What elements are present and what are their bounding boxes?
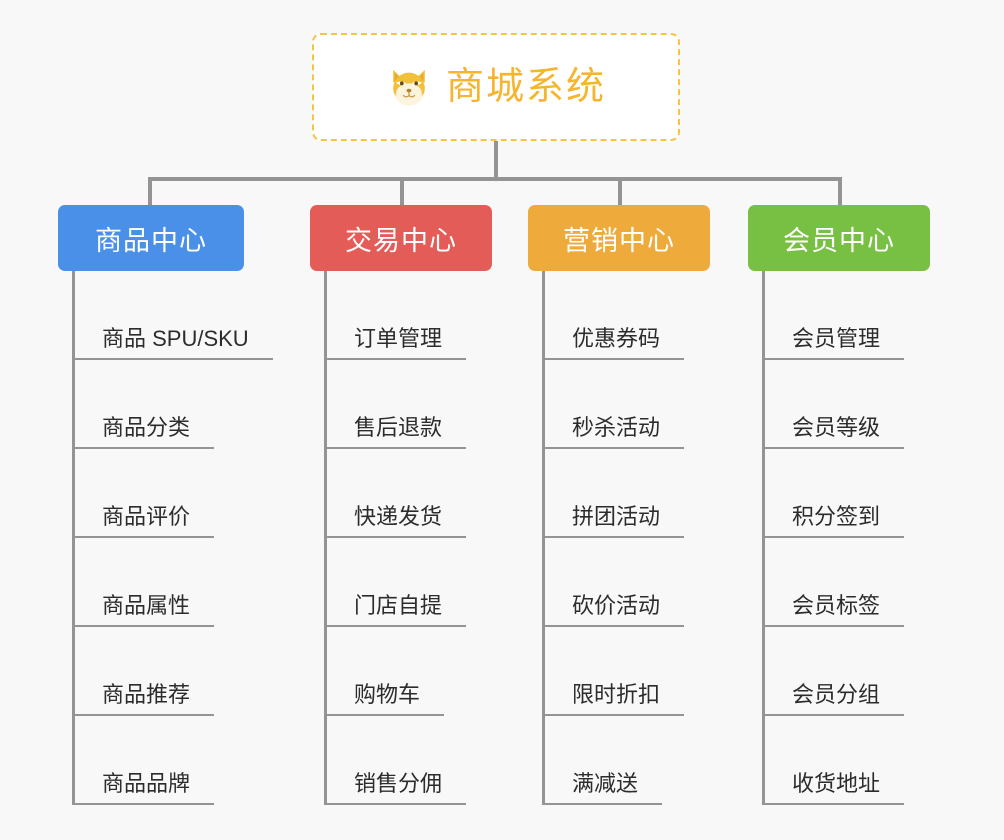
root-node[interactable]: 商城系统 — [312, 33, 680, 141]
leaf-item[interactable]: 商品评价 — [72, 449, 258, 538]
leaf-item[interactable]: 砍价活动 — [542, 538, 724, 627]
leaf-label: 订单管理 — [324, 325, 467, 360]
branch-header-2[interactable]: 交易中心 — [310, 205, 492, 271]
leaf-label: 商品属性 — [72, 592, 215, 627]
leaf-item[interactable]: 会员等级 — [762, 360, 944, 449]
leaf-label: 商品推荐 — [72, 681, 215, 716]
leaf-item[interactable]: 商品推荐 — [72, 627, 258, 716]
leaf-list-4: 会员管理 会员等级 积分签到 会员标签 会员分组 收货地址 — [762, 271, 944, 805]
branch-column-1: 商品中心 商品 SPU/SKU 商品分类 商品评价 商品属性 商品推荐 商品品牌 — [58, 205, 273, 805]
connector-drop-3 — [618, 177, 622, 207]
branch-header-label: 营销中心 — [563, 225, 675, 256]
leaf-label: 会员管理 — [762, 325, 905, 360]
leaf-item[interactable]: 快递发货 — [324, 449, 506, 538]
connector-drop-4 — [838, 177, 842, 207]
leaf-item[interactable]: 商品属性 — [72, 538, 258, 627]
leaf-label: 砍价活动 — [542, 592, 685, 627]
leaf-label: 销售分佣 — [324, 770, 467, 805]
leaf-item[interactable]: 拼团活动 — [542, 449, 724, 538]
leaf-list-1: 商品 SPU/SKU 商品分类 商品评价 商品属性 商品推荐 商品品牌 — [72, 271, 273, 805]
leaf-item[interactable]: 商品分类 — [72, 360, 258, 449]
leaf-item[interactable]: 会员分组 — [762, 627, 944, 716]
leaf-item[interactable]: 商品品牌 — [72, 716, 258, 805]
connector-root-stem — [494, 141, 498, 179]
leaf-label: 收货地址 — [762, 770, 905, 805]
leaf-label: 快递发货 — [324, 503, 467, 538]
connector-drop-1 — [148, 177, 152, 207]
connector-horizontal-bus — [148, 177, 842, 181]
leaf-item[interactable]: 销售分佣 — [324, 716, 506, 805]
leaf-label: 会员标签 — [762, 592, 905, 627]
leaf-item[interactable]: 优惠券码 — [542, 271, 724, 360]
leaf-item[interactable]: 商品 SPU/SKU — [72, 271, 273, 360]
branch-header-label: 商品中心 — [95, 225, 207, 256]
leaf-item[interactable]: 售后退款 — [324, 360, 506, 449]
leaf-label: 拼团活动 — [542, 503, 685, 538]
root-title: 商城系统 — [445, 66, 606, 108]
leaf-label: 会员等级 — [762, 414, 905, 449]
leaf-label: 优惠券码 — [542, 325, 685, 360]
leaf-item[interactable]: 会员标签 — [762, 538, 944, 627]
leaf-label: 购物车 — [324, 681, 445, 716]
connector-drop-2 — [400, 177, 404, 207]
branch-header-4[interactable]: 会员中心 — [748, 205, 930, 271]
leaf-item[interactable]: 秒杀活动 — [542, 360, 724, 449]
branch-header-1[interactable]: 商品中心 — [58, 205, 244, 271]
leaf-item[interactable]: 收货地址 — [762, 716, 944, 805]
leaf-label: 商品分类 — [72, 414, 215, 449]
leaf-list-2: 订单管理 售后退款 快递发货 门店自提 购物车 销售分佣 — [324, 271, 506, 805]
leaf-label: 积分签到 — [762, 503, 905, 538]
leaf-item[interactable]: 购物车 — [324, 627, 506, 716]
branch-header-label: 会员中心 — [783, 225, 895, 256]
branch-column-2: 交易中心 订单管理 售后退款 快递发货 门店自提 购物车 销售分佣 — [310, 205, 492, 805]
leaf-item[interactable]: 订单管理 — [324, 271, 506, 360]
branch-column-3: 营销中心 优惠券码 秒杀活动 拼团活动 砍价活动 限时折扣 满减送 — [528, 205, 710, 805]
leaf-item[interactable]: 积分签到 — [762, 449, 944, 538]
leaf-label: 满减送 — [542, 770, 663, 805]
leaf-item[interactable]: 门店自提 — [324, 538, 506, 627]
leaf-item[interactable]: 会员管理 — [762, 271, 944, 360]
leaf-label: 限时折扣 — [542, 681, 685, 716]
branch-column-4: 会员中心 会员管理 会员等级 积分签到 会员标签 会员分组 收货地址 — [748, 205, 930, 805]
branch-header-3[interactable]: 营销中心 — [528, 205, 710, 271]
leaf-label: 秒杀活动 — [542, 414, 685, 449]
leaf-label: 商品 SPU/SKU — [72, 325, 273, 360]
leaf-label: 会员分组 — [762, 681, 905, 716]
shiba-dog-face-icon — [386, 64, 432, 110]
leaf-item[interactable]: 满减送 — [542, 716, 724, 805]
leaf-label: 门店自提 — [324, 592, 467, 627]
leaf-list-3: 优惠券码 秒杀活动 拼团活动 砍价活动 限时折扣 满减送 — [542, 271, 724, 805]
leaf-label: 商品评价 — [72, 503, 215, 538]
leaf-label: 商品品牌 — [72, 770, 215, 805]
leaf-item[interactable]: 限时折扣 — [542, 627, 724, 716]
branch-header-label: 交易中心 — [345, 225, 457, 256]
leaf-label: 售后退款 — [324, 414, 467, 449]
